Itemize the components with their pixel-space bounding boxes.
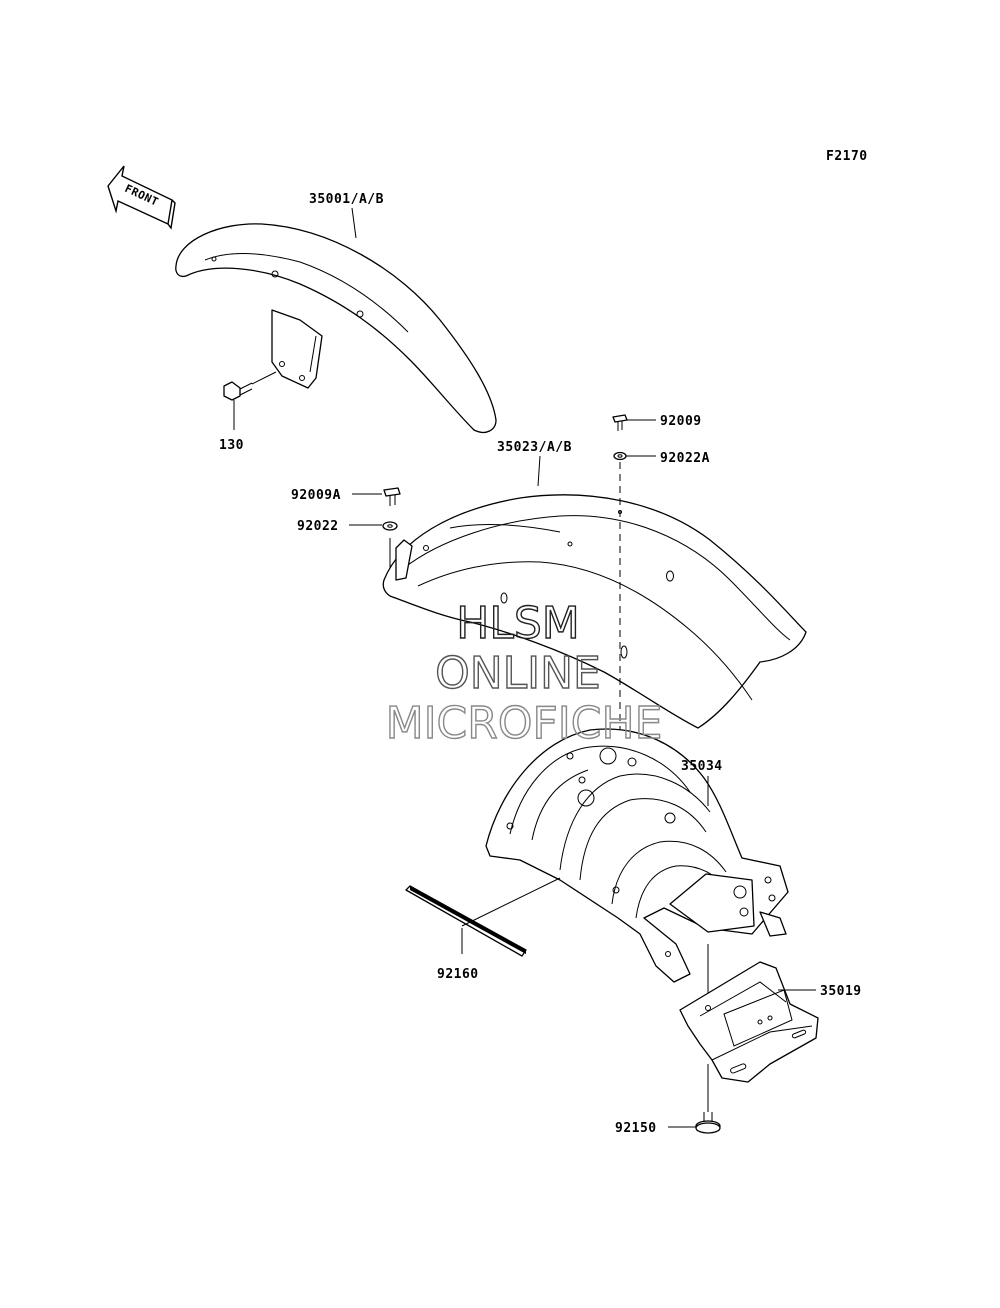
figure-code: F2170	[826, 149, 868, 164]
front-fender	[175, 223, 497, 434]
strip-92160	[405, 885, 527, 957]
bolt-92150-icon	[695, 1112, 721, 1134]
label-washer-92022: 92022	[297, 519, 339, 534]
watermark-line3: MICROFICHE	[386, 698, 663, 749]
rear-fender	[382, 494, 807, 729]
label-inner-fender: 35034	[681, 759, 723, 774]
label-front-bolt: 130	[219, 438, 244, 453]
watermark-line2: ONLINE	[435, 648, 601, 699]
label-front-fender: 35001/A/B	[309, 192, 384, 207]
washer-92022a-icon	[613, 451, 627, 461]
watermark-line1: HLSM	[456, 598, 580, 649]
label-washer-92022a: 92022A	[660, 451, 710, 466]
bolt-92009a-icon	[383, 487, 401, 506]
front-bolt-icon	[223, 371, 277, 401]
inner-fender	[485, 728, 789, 983]
label-strip: 92160	[437, 967, 479, 982]
washer-92022-icon	[382, 521, 398, 531]
bolt-92009-icon	[612, 414, 628, 431]
front-arrow-icon: FRONT	[107, 165, 176, 230]
label-bracket: 35019	[820, 984, 862, 999]
label-bolt-92009a: 92009A	[291, 488, 341, 503]
label-rear-fender: 35023/A/B	[497, 440, 572, 455]
watermark: HLSM ONLINE MICROFICHE	[385, 597, 663, 749]
label-bolt-92009: 92009	[660, 414, 702, 429]
label-bottom-bolt: 92150	[615, 1121, 657, 1136]
bracket-35019	[679, 961, 819, 1083]
